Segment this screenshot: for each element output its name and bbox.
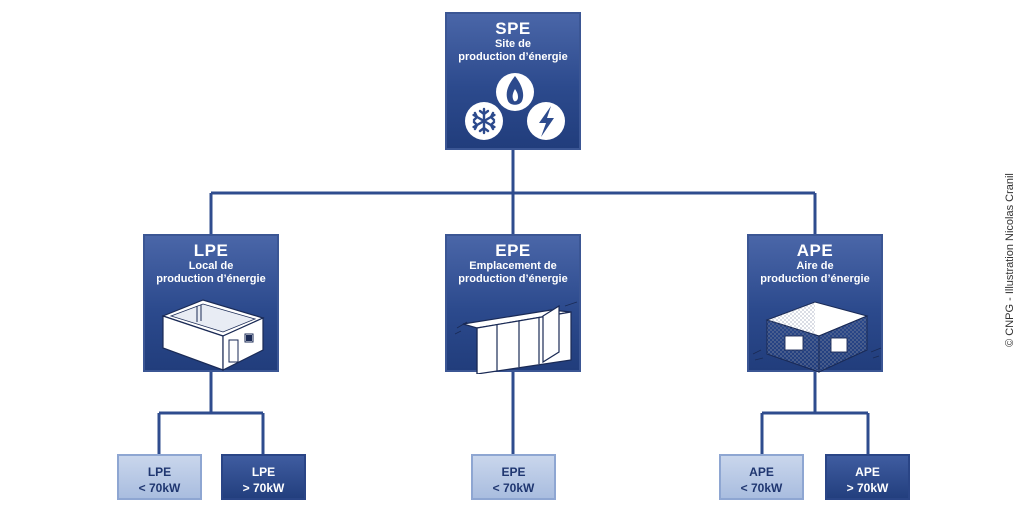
cabinet-enclosure-icon [454,301,578,374]
root-abbr: SPE [495,19,531,38]
leaf-abbr: LPE [147,465,172,479]
leaf-lpe-over-70: LPE > 70kW [221,454,306,500]
leaf-abbr: APE [749,465,774,479]
ape-node: APE Aire de production d’énergie [747,234,883,373]
leaf-lpe-under-70: LPE < 70kW [117,454,202,500]
lpe-node: LPE Local de production d’énergie [143,234,279,372]
leaf-power: < 70kW [492,481,535,495]
ape-abbr: APE [796,241,834,260]
root-node: SPE Site de production d’énergie [445,12,581,150]
root-icons [465,73,565,140]
room-building-icon [161,299,265,371]
leaf-epe-under-70: EPE < 70kW [471,454,556,500]
credit: © CNPG - Illustration Nicolas Cranil [1000,20,1020,500]
epe-node: EPE Emplacement de production d’énergie [445,234,581,374]
leaf-power: < 70kW [138,481,181,495]
ape-full-name: Aire de production d’énergie [760,260,870,285]
leaf-power: < 70kW [740,481,783,495]
leaf-abbr: EPE [501,465,526,479]
epe-full-name: Emplacement de production d’énergie [458,260,568,285]
leaf-abbr: APE [855,465,880,479]
flame-icon [496,73,534,111]
leaf-abbr: LPE [251,465,276,479]
lpe-abbr: LPE [193,241,229,260]
leaf-power: > 70kW [242,481,285,495]
credit-text: © CNPG - Illustration Nicolas Cranil [1004,173,1016,347]
snowflake-icon [465,102,503,140]
lpe-full-name: Local de production d’énergie [156,260,266,285]
lightning-icon [527,102,565,140]
leaf-power: > 70kW [846,481,889,495]
root-full-name: Site de production d’énergie [458,38,568,63]
fenced-area-icon [752,301,882,373]
leaf-ape-over-70: APE > 70kW [825,454,910,500]
epe-abbr: EPE [495,241,531,260]
leaf-ape-under-70: APE < 70kW [719,454,804,500]
